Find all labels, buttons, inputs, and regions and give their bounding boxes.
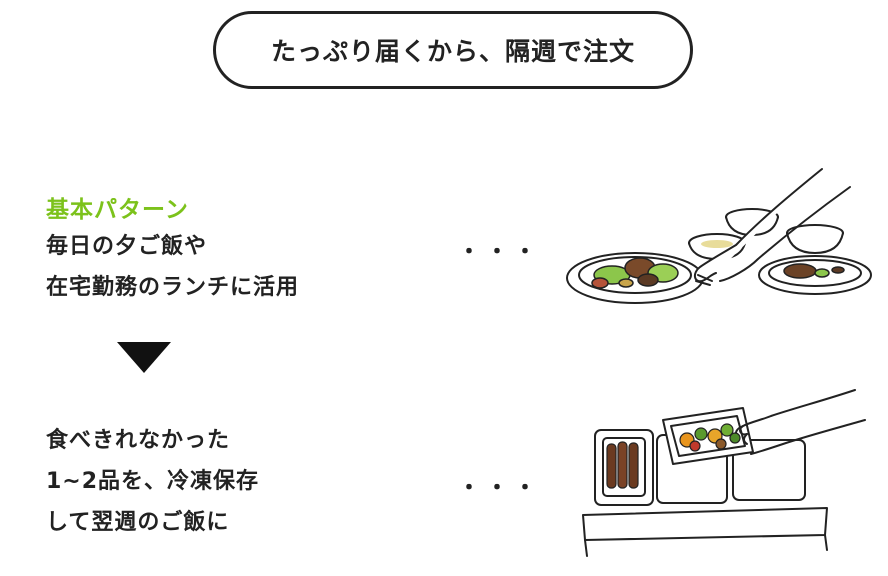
- basic-pattern-label: 基本パターン: [46, 197, 189, 223]
- down-arrow-icon: [117, 342, 171, 373]
- heading-pill: たっぷり届くから、隔週で注文: [213, 11, 693, 89]
- basic-description: 毎日の夕ご飯や 在宅勤務のランチに活用: [46, 226, 299, 308]
- basic-line-1: 毎日の夕ご飯や: [46, 234, 208, 259]
- basic-ellipsis: ・・・: [458, 240, 543, 265]
- leftover-line-1: 食べきれなかった: [46, 428, 231, 453]
- leftover-line-2: 1~2品を、冷凍保存: [46, 469, 260, 494]
- leftover-ellipsis: ・・・: [458, 476, 543, 501]
- freezer-storage-illustration: [582, 389, 866, 557]
- heading-title: たっぷり届くから、隔週で注文: [270, 37, 635, 66]
- basic-line-2: 在宅勤務のランチに活用: [46, 275, 300, 300]
- leftover-line-3: して翌週のご飯に: [46, 510, 230, 535]
- serving-meal-illustration: [566, 168, 872, 304]
- leftover-description: 食べきれなかった 1~2品を、冷凍保存 して翌週のご飯に: [46, 420, 259, 543]
